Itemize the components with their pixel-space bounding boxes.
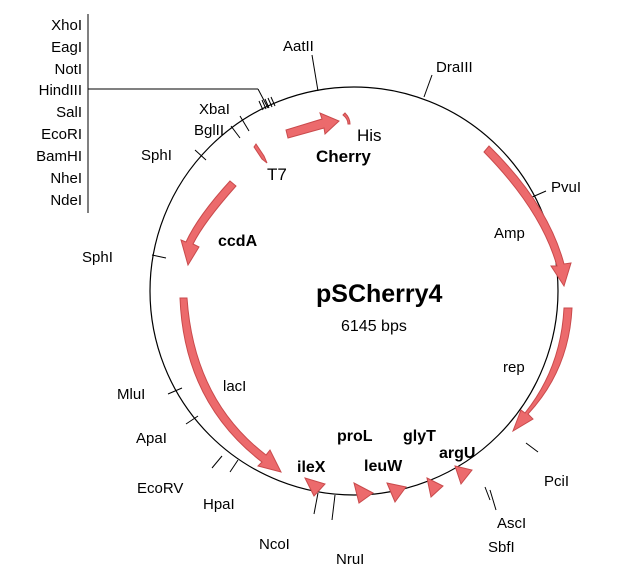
- site-label-nrui: NruI: [336, 551, 364, 567]
- tick-nrui: [331, 494, 336, 521]
- tick-draiii: [423, 74, 433, 98]
- tick-asci: [484, 486, 491, 501]
- mcs-site-ndei: NdeI: [50, 192, 82, 209]
- site-label-ncoi: NcoI: [259, 536, 290, 553]
- feature-label-t7: T7: [267, 165, 287, 184]
- plasmid-name: pSCherry4: [316, 280, 443, 308]
- rep-arrow: [512, 307, 573, 433]
- site-label-xbai: XbaI: [199, 101, 230, 118]
- mcs-leader-elbow: [257, 88, 269, 109]
- mcs-site-sali: SalI: [56, 104, 82, 121]
- site-label-sphi-1: SphI: [141, 147, 172, 164]
- site-label-sphi-2: SphI: [82, 249, 113, 266]
- feature-label-amp: Amp: [494, 225, 525, 242]
- feature-label-ilex: ileX: [297, 459, 326, 476]
- site-label-apai: ApaI: [136, 430, 167, 447]
- amp-arrow: [483, 145, 572, 288]
- feature-labels: His Cherry T7 ccdA Amp rep lacI ileX pro…: [218, 126, 525, 476]
- mcs-site-nhei: NheI: [50, 170, 82, 187]
- mcs-site-xhoi: XhoI: [51, 17, 82, 34]
- site-label-bglii: BglII: [194, 122, 224, 139]
- tick-xbai: [239, 115, 250, 132]
- feature-label-leuw: leuW: [364, 458, 403, 475]
- laci-arrow: [179, 297, 282, 473]
- site-label-draiii: DraIII: [436, 59, 473, 76]
- tick-sphi-1: [194, 149, 207, 161]
- tick-hpai: [229, 459, 239, 473]
- feature-label-laci: lacI: [223, 378, 246, 395]
- prol-arrow: [353, 482, 374, 504]
- ccda-arrow: [180, 180, 237, 267]
- tick-bglii: [230, 125, 241, 139]
- mcs-site-list: XhoI EagI NotI HindIII SalI EcoRI BamHI …: [36, 17, 82, 209]
- site-label-hpai: HpaI: [203, 496, 235, 513]
- mcs-site-hindiii: HindIII: [39, 82, 82, 99]
- feature-label-prol: proL: [337, 428, 373, 445]
- tick-ecorv: [211, 455, 223, 469]
- tick-aatii: [311, 54, 319, 92]
- feature-arrows: [179, 112, 573, 504]
- feature-label-glyt: glyT: [403, 428, 436, 445]
- feature-label-rep: rep: [503, 359, 525, 376]
- feature-label-his: His: [357, 126, 382, 145]
- tick-mlui: [167, 387, 183, 395]
- mcs-site-noti: NotI: [54, 61, 82, 78]
- feature-label-ccda: ccdA: [218, 233, 258, 250]
- argu-arrow: [454, 465, 473, 486]
- feature-label-cherry: Cherry: [316, 147, 371, 166]
- site-label-aatii: AatII: [283, 38, 314, 55]
- feature-label-argu: argU: [439, 445, 475, 462]
- plasmid-backbone: [149, 86, 559, 496]
- mcs-site-ecori: EcoRI: [41, 126, 82, 143]
- site-labels: AatII DraIII PvuI PciI AscI SbfI NruI Nc…: [82, 38, 581, 567]
- site-label-pcii: PciI: [544, 473, 569, 490]
- ilex-arrow: [304, 477, 326, 497]
- site-label-ecorv: EcoRV: [137, 480, 183, 497]
- mcs-site-eagi: EagI: [51, 39, 82, 56]
- glyt-arrow: [426, 477, 444, 498]
- his-arrow: [342, 112, 351, 125]
- tick-ncoi: [313, 492, 319, 515]
- plasmid-size: 6145 bps: [341, 318, 407, 335]
- tick-pcii: [525, 442, 539, 453]
- tick-apai: [185, 415, 199, 425]
- t7-marker: [253, 143, 268, 164]
- tick-sphi-2: [151, 254, 167, 259]
- site-label-sbfi: SbfI: [488, 539, 515, 556]
- mcs-site-bamhi: BamHI: [36, 148, 82, 165]
- leuw-arrow: [386, 482, 407, 504]
- mcs-cluster-ticks: [258, 96, 276, 111]
- site-label-pvui: PvuI: [551, 179, 581, 196]
- cherry-arrow: [285, 112, 340, 139]
- tick-sbfi: [489, 489, 497, 511]
- site-label-mlui: MluI: [117, 386, 145, 403]
- site-label-asci: AscI: [497, 515, 526, 532]
